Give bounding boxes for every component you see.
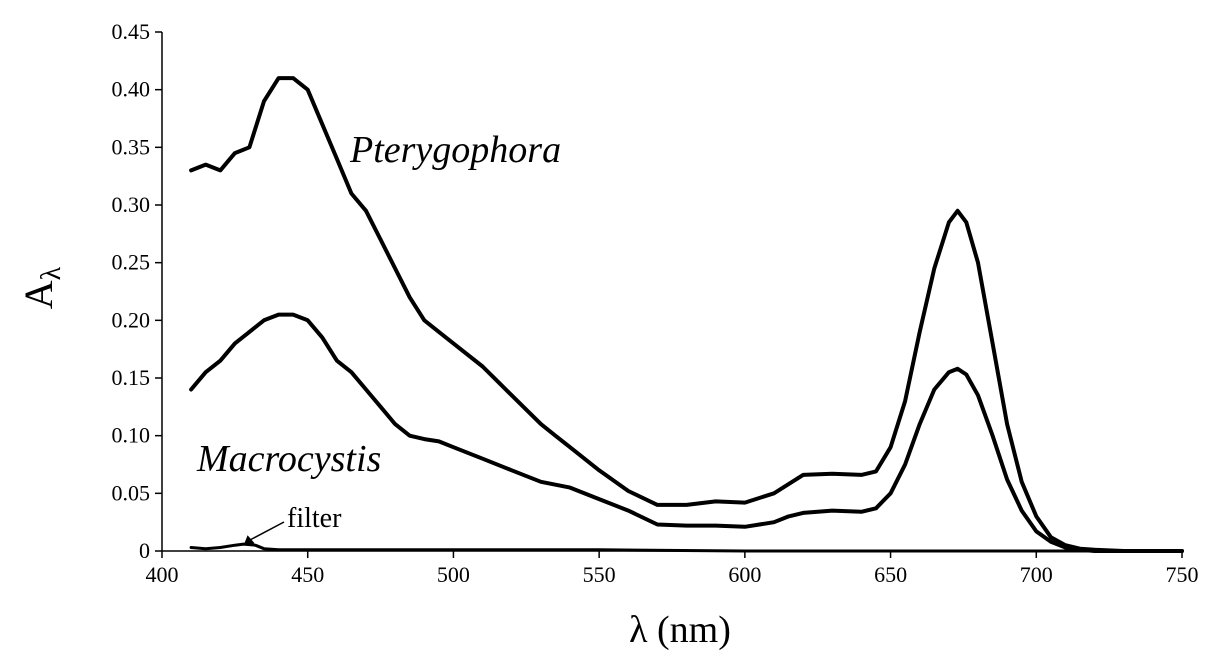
y-tick-label: 0.05 — [112, 480, 151, 505]
y-tick-label: 0.15 — [112, 365, 151, 390]
annotation-macrocystis: Macrocystis — [196, 438, 381, 480]
y-axis-title: Aλ — [16, 266, 67, 309]
x-axis-ticks: 400 450 500 550 600 650 700 750 — [146, 551, 1199, 587]
y-tick-label: 0.25 — [112, 250, 151, 275]
series-line-filter — [189, 542, 1184, 553]
x-axis-title: λ (nm) — [629, 609, 731, 651]
y-tick-label: 0.35 — [112, 134, 151, 159]
x-tick-label: 700 — [1020, 562, 1053, 587]
x-tick-label: 400 — [146, 562, 179, 587]
y-tick-label: 0.40 — [112, 77, 151, 102]
filter-arrow-head — [243, 535, 255, 546]
x-tick-label: 450 — [291, 562, 324, 587]
x-tick-label: 650 — [874, 562, 907, 587]
x-tick-label: 550 — [583, 562, 616, 587]
y-axis-ticks: 0 0.05 0.10 0.15 0.20 0.25 0.30 0.35 0.40 0.45 — [112, 19, 162, 563]
y-axis-title-main: A — [16, 280, 61, 309]
y-tick-label: 0 — [139, 538, 150, 563]
annotation-pterygophora: Pterygophora — [349, 129, 561, 171]
x-tick-label: 500 — [437, 562, 470, 587]
series-line-pterygophora — [189, 76, 1184, 553]
x-tick-label: 600 — [728, 562, 761, 587]
y-tick-label: 0.20 — [112, 307, 151, 332]
series-layer — [189, 76, 1184, 553]
y-tick-label: 0.45 — [112, 19, 151, 44]
annotation-filter: filter — [287, 503, 342, 534]
y-tick-label: 0.30 — [112, 192, 151, 217]
y-axis-title-subscript: λ — [36, 266, 67, 280]
series-line-macrocystis — [189, 312, 1184, 553]
y-tick-label: 0.10 — [112, 423, 151, 448]
x-tick-label: 750 — [1166, 562, 1199, 587]
filter-arrow-line — [247, 521, 285, 542]
